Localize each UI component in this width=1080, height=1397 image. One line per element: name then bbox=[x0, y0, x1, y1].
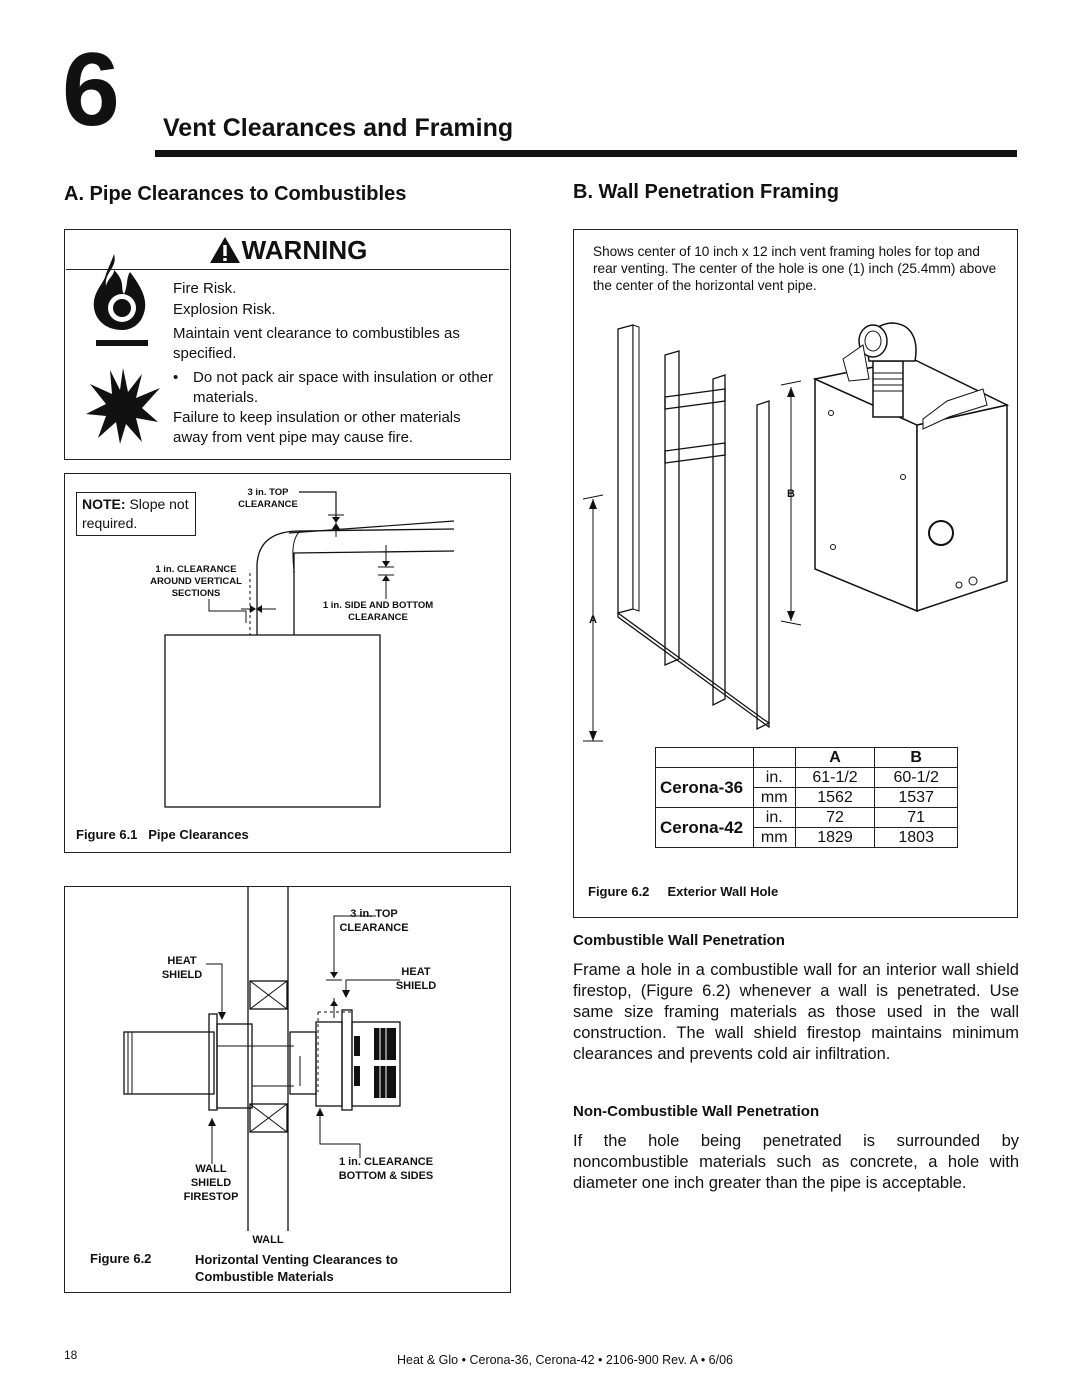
heading-rule bbox=[155, 150, 1017, 157]
table-row: mm 1829 1803 bbox=[656, 827, 958, 848]
warning-footer: Failure to keep insulation or other mate… bbox=[173, 409, 461, 446]
label-3in-top: 3 in. TOP CLEARANCE bbox=[339, 908, 409, 934]
unit-cell: in. bbox=[752, 767, 796, 788]
caption-number: Figure 6.1 bbox=[76, 827, 138, 842]
label-1in-clearance: 1 in. CLEARANCE BOTTOM & SIDES bbox=[338, 1156, 434, 1182]
page-number: 18 bbox=[64, 1348, 78, 1362]
model-cell: Cerona-36 bbox=[655, 767, 754, 808]
dimension-a-label: A bbox=[589, 614, 597, 626]
label-heat-shield-right: HEAT SHIELD bbox=[395, 966, 437, 992]
combustible-text: Frame a hole in a combustible wall for a… bbox=[573, 961, 1019, 1063]
value-b-cell: 1803 bbox=[874, 827, 958, 848]
note-text: Slope not required. bbox=[82, 496, 189, 531]
table-row: Cerona-36 in. 61-1/2 60-1/2 bbox=[655, 767, 958, 808]
label-wall: WALL bbox=[252, 1234, 284, 1246]
label-wall-shield-firestop: WALL SHIELD FIRESTOP bbox=[183, 1163, 239, 1203]
header-a: A bbox=[794, 747, 876, 768]
label-vertical-clearance: 1 in. CLEARANCE AROUND VERTICAL SECTIONS bbox=[150, 564, 242, 599]
unit-cell: mm bbox=[752, 787, 796, 808]
figure-6-1-caption: Figure 6.1 Pipe Clearances bbox=[76, 827, 249, 842]
framing-diagram bbox=[582, 322, 1010, 742]
chapter-number: 6 bbox=[62, 32, 120, 148]
value-a-cell: 1829 bbox=[794, 827, 876, 848]
warning-box bbox=[64, 229, 511, 460]
figure-6-2b-caption: Figure 6.2 Exterior Wall Hole bbox=[588, 884, 778, 899]
noncombustible-heading: Non-Combustible Wall Penetration bbox=[573, 1103, 820, 1120]
caption-text: Exterior Wall Hole bbox=[667, 884, 779, 899]
pipe-clearance-diagram bbox=[164, 491, 455, 808]
label-heat-shield-left: HEAT SHIELD bbox=[161, 955, 203, 981]
footer-text: Heat & Glo • Cerona-36, Cerona-42 • 2106… bbox=[397, 1353, 734, 1367]
model-cell: Cerona-42 bbox=[655, 807, 754, 848]
caption-text: Pipe Clearances bbox=[148, 827, 249, 842]
value-b-cell: 71 bbox=[874, 807, 958, 828]
warning-line-1: Fire Risk. bbox=[173, 280, 237, 297]
figure-6-2-exterior bbox=[573, 229, 1018, 918]
warning-header: WARNING bbox=[66, 231, 509, 270]
section-a-title: A. Pipe Clearances to Combustibles bbox=[64, 183, 407, 205]
unit-cell: in. bbox=[752, 807, 796, 828]
warning-triangle-icon bbox=[209, 237, 240, 263]
note-label: NOTE: bbox=[82, 496, 126, 512]
value-b-cell: 60-1/2 bbox=[874, 767, 958, 788]
header-b: B bbox=[874, 747, 958, 768]
section-b-title: B. Wall Penetration Framing bbox=[573, 181, 839, 203]
figure-6-2a-caption-number: Figure 6.2 bbox=[90, 1251, 152, 1266]
flame-icon bbox=[93, 254, 148, 346]
figure-6-1 bbox=[64, 473, 511, 853]
framing-description: Shows center of 10 inch x 12 inch vent f… bbox=[593, 244, 997, 293]
value-b-cell: 1537 bbox=[874, 787, 958, 808]
warning-title: WARNING bbox=[241, 234, 368, 265]
value-a-cell: 61-1/2 bbox=[794, 767, 876, 788]
warning-line-3: Maintain vent clearance to combustibles … bbox=[173, 325, 460, 362]
value-a-cell: 72 bbox=[794, 807, 876, 828]
value-a-cell: 1562 bbox=[794, 787, 876, 808]
table-row: Cerona-42 in. 72 71 bbox=[655, 807, 958, 848]
table-row: mm 1562 1537 bbox=[656, 787, 958, 808]
dimensions-table: A B Cerona-36 in. 61-1/2 60-1/2 mm 1562 … bbox=[655, 747, 958, 848]
dimension-b-label: B bbox=[787, 488, 795, 500]
noncombustible-text: If the hole being penetrated is surround… bbox=[573, 1132, 1019, 1192]
warning-bullet-dot: • bbox=[173, 369, 179, 386]
figure-6-2a-caption-text: Horizontal Venting Clearances to Combust… bbox=[195, 1252, 398, 1284]
label-top-clearance: 3 in. TOP CLEARANCE bbox=[238, 487, 298, 510]
unit-cell: mm bbox=[752, 827, 796, 848]
warning-line-2: Explosion Risk. bbox=[173, 301, 276, 318]
warning-bullet: Do not pack air space with insulation or… bbox=[193, 369, 493, 406]
horizontal-venting-diagram bbox=[123, 886, 401, 1231]
note-box: NOTE: Slope not required. bbox=[76, 492, 196, 536]
explosion-icon bbox=[86, 368, 160, 444]
caption-number: Figure 6.2 bbox=[588, 884, 650, 899]
label-side-bottom-clearance: 1 in. SIDE AND BOTTOM CLEARANCE bbox=[322, 600, 434, 623]
chapter-title: Vent Clearances and Framing bbox=[163, 114, 514, 142]
combustible-heading: Combustible Wall Penetration bbox=[573, 932, 785, 949]
table-header-row: A B bbox=[655, 747, 958, 768]
